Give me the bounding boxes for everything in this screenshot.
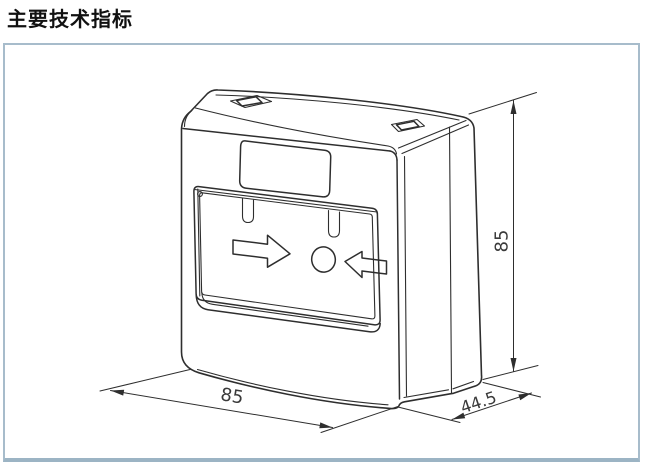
dimension-height: 85 [468, 92, 539, 380]
height-ext-bottom [482, 365, 539, 380]
width-ext-right [320, 406, 399, 433]
width-dim-line [110, 390, 333, 428]
height-arrow-up [510, 100, 517, 114]
width-dim-label: 85 [219, 384, 245, 408]
reset-panel [193, 185, 388, 333]
height-dim-label: 85 [492, 230, 513, 253]
panel-left-edge-line [197, 188, 201, 297]
depth-arrow-right [518, 393, 532, 401]
side-top-edge-outer [397, 119, 467, 149]
depth-arrow-left [452, 412, 466, 420]
side-bottom-inner-front [403, 389, 450, 399]
press-button-circle [310, 246, 337, 273]
panel-bottom-lip-outer [195, 294, 381, 333]
depth-dim-line [451, 392, 532, 420]
device-silhouette [180, 89, 483, 410]
press-arrow-left-icon [344, 250, 388, 279]
width-arrow-right [319, 422, 333, 429]
page-title: 主要技术指标 [7, 9, 133, 31]
panel-bottom-lip-inner [201, 291, 369, 327]
top-slot-right [390, 118, 426, 133]
panel-tab-right [327, 209, 341, 238]
top-face-inner-line [215, 94, 460, 121]
front-face-top-edge [182, 127, 391, 152]
height-ext-top [468, 92, 537, 115]
depth-ext-right [482, 382, 541, 398]
side-mid-line [448, 126, 453, 394]
depth-dim-label: 44.5 [458, 388, 499, 418]
front-right-corner-bevel [387, 145, 398, 155]
device-body [180, 89, 483, 410]
side-top-edge-inner [401, 124, 470, 155]
height-arrow-down [510, 358, 517, 372]
label-window [238, 140, 332, 198]
front-right-corner-arc [389, 150, 398, 161]
panel-top-edge-line [193, 188, 378, 213]
top-left-corner-bevel [183, 109, 193, 128]
width-arrow-left [110, 389, 125, 396]
side-bottom-inner-back [452, 380, 475, 390]
press-arrow-right-icon [232, 234, 291, 268]
top-face-chamfer-line [194, 107, 389, 147]
dimension-width: 85 [99, 369, 399, 433]
figure-frame [3, 43, 640, 462]
top-slot-left [229, 94, 273, 109]
depth-ext-left [397, 406, 461, 423]
front-bottom-bevel-line [196, 368, 389, 406]
panel-inner-recess [199, 192, 376, 320]
dimension-depth: 44.5 [397, 382, 541, 423]
side-chamfer-line [403, 155, 408, 397]
panel-corner-hook [197, 191, 203, 197]
front-face-right-edge [396, 159, 401, 400]
panel-tab-left [241, 197, 255, 224]
width-ext-left [99, 369, 191, 392]
